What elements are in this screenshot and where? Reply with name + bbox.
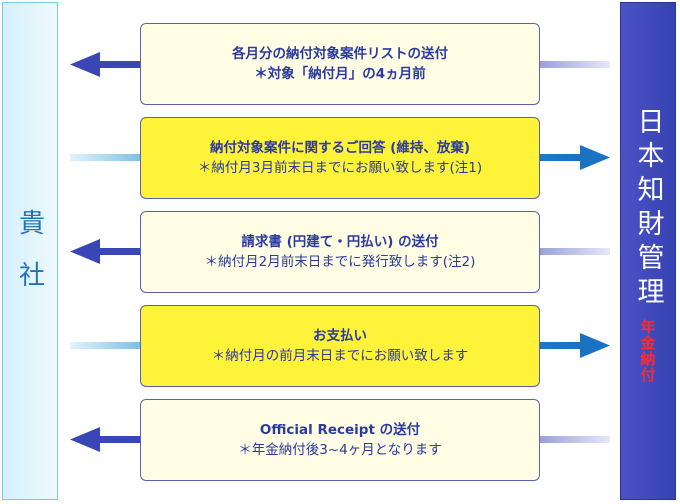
step-1-note: ＊対象「納付月」の4ヵ月前 — [254, 66, 426, 82]
arrow-step-5 — [70, 427, 610, 452]
step-5-box: Official Receipt の送付 ＊年金納付後3~4ヶ月となります — [140, 399, 540, 481]
step-1-title: 各月分の納付対象案件リストの送付 — [232, 46, 448, 62]
right-party-title: 日本知財管理 — [632, 107, 664, 311]
right-party-subtitle: 年金納付 — [638, 319, 657, 383]
arrow-step-2 — [70, 145, 610, 170]
right-party-panel: 日本知財管理 年金納付 — [620, 2, 676, 500]
step-3-title: 請求書 (円建て・円払い) の送付 — [241, 234, 439, 250]
arrow-step-4 — [70, 333, 610, 358]
step-5-title: Official Receipt の送付 — [259, 422, 421, 438]
step-4-box: お支払い ＊納付月の前月末日までにお願い致します — [140, 305, 540, 387]
step-3-box: 請求書 (円建て・円払い) の送付 ＊納付月2月前末日までに発行致します(注2) — [140, 211, 540, 293]
left-party-panel: 貴社 — [2, 2, 58, 500]
step-4-note: ＊納付月の前月末日までにお願い致します — [211, 348, 469, 364]
arrow-step-1 — [70, 52, 610, 77]
step-2-note: ＊納付月3月前末日までにお願い致します(注1) — [197, 160, 483, 176]
step-1-box: 各月分の納付対象案件リストの送付 ＊対象「納付月」の4ヵ月前 — [140, 23, 540, 105]
arrow-step-3 — [70, 239, 610, 264]
step-2-title: 納付対象案件に関するご回答 (維持、放棄) — [209, 140, 471, 156]
step-4-title: お支払い — [313, 328, 367, 344]
left-party-label: 貴社 — [14, 209, 45, 313]
step-3-note: ＊納付月2月前末日までに発行致します(注2) — [204, 254, 476, 270]
step-2-box: 納付対象案件に関するご回答 (維持、放棄) ＊納付月3月前末日までにお願い致しま… — [140, 117, 540, 199]
step-5-note: ＊年金納付後3~4ヶ月となります — [238, 442, 442, 458]
